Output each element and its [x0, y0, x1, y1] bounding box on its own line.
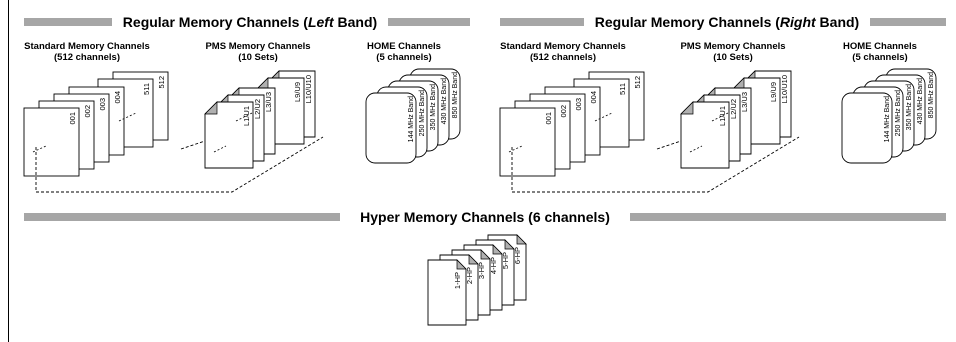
- pms-card-label: L1/U1: [718, 106, 727, 126]
- pms-card-label: L1/U1: [242, 106, 251, 126]
- std-card-label: 003: [574, 98, 583, 111]
- hyper-card-label: 1-HP: [453, 272, 462, 289]
- left-home-card-stack: 850 MHz Band 430 MHz Band 350 MHz Band 250 …: [365, 68, 461, 164]
- home-card-label: 250 MHz Band: [419, 90, 426, 136]
- right-home-title-line2: (5 channels): [852, 52, 907, 63]
- home-card-label: 850 MHz Band: [452, 72, 459, 118]
- left-standard-card-stack: 512 511 004 003 002 001: [23, 71, 169, 177]
- right-home-title-line1: HOME Channels: [843, 41, 917, 52]
- home-card-label: 144 MHz Band: [884, 96, 891, 142]
- std-card-label: 512: [157, 76, 166, 89]
- right-band-section: Regular Memory Channels (Right Band) Sta…: [499, 14, 946, 193]
- right-standard-title-line2: (512 channels): [530, 52, 596, 63]
- right-standard-card-stack: 512 511 004 003 002 001: [499, 71, 645, 177]
- ellipsis-dots: [118, 112, 137, 122]
- left-band-title: Regular Memory Channels (Left Band): [123, 14, 377, 30]
- pms-card-label: L9/U9: [769, 82, 778, 102]
- pms-card-label: L3/U3: [264, 92, 273, 112]
- right-standard-title-line1: Standard Memory Channels: [500, 41, 626, 52]
- left-connector-dashed: [35, 136, 324, 193]
- std-card-label: 002: [559, 105, 568, 118]
- l-pms-card-1: L1/U1: [204, 101, 254, 169]
- std-card-label: 511: [618, 83, 627, 95]
- hyper-card-stack: 6-HP5-HP4-HP3-HP2-HP1-HP: [427, 234, 527, 326]
- pms-card-label: L10/U10: [304, 75, 313, 103]
- hyper-card-label: 5-HP: [501, 252, 510, 269]
- std-card-label: 001: [68, 112, 77, 125]
- right-pms-title-line1: PMS Memory Channels: [680, 41, 785, 52]
- right-band-title: Regular Memory Channels (Right Band): [595, 14, 859, 30]
- r-pms-card-1: L1/U1: [680, 101, 730, 169]
- std-card-label: 512: [633, 76, 642, 89]
- pms-card-label: L9/U9: [293, 82, 302, 102]
- pms-card-label: L10/U10: [780, 75, 789, 103]
- home-card-label: 144 MHz Band: [408, 96, 415, 142]
- home-card-label: 350 MHz Band: [906, 84, 913, 130]
- left-standard-title-line2: (512 channels): [54, 52, 120, 63]
- hyper-title: Hyper Memory Channels (6 channels): [360, 209, 610, 225]
- home-card-label: 350 MHz Band: [430, 84, 437, 130]
- std-card-label: 511: [142, 83, 151, 95]
- right-home-card-stack: 850 MHz Band 430 MHz Band 350 MHz Band 250 …: [841, 68, 937, 164]
- right-connector-dashed: [511, 136, 800, 193]
- ellipsis-dots: [594, 112, 613, 122]
- hyper-card-1: 1-HP: [427, 259, 467, 326]
- std-card-label: 004: [589, 91, 598, 104]
- hyper-card-label: 6-HP: [513, 247, 522, 264]
- l-std-card-1: 001: [23, 107, 80, 177]
- home-card-label: 430 MHz Band: [917, 78, 924, 124]
- home-card-label: 430 MHz Band: [441, 78, 448, 124]
- r-std-card-1: 001: [499, 107, 556, 177]
- pms-card-label: L2/U2: [253, 99, 262, 119]
- left-standard-title-line1: Standard Memory Channels: [24, 41, 150, 52]
- home-card-label: 850 MHz Band: [928, 72, 935, 118]
- home-card-label: 250 MHz Band: [895, 90, 902, 136]
- hyper-card-label: 3-HP: [477, 262, 486, 279]
- hyper-card-label: 2-HP: [465, 267, 474, 284]
- left-band-section: Regular Memory Channels (Left Band) Stan…: [23, 14, 470, 193]
- std-card-label: 003: [98, 98, 107, 111]
- hyper-card-label: 4-HP: [489, 257, 498, 274]
- left-pms-title-line2: (10 Sets): [238, 52, 278, 63]
- left-home-title-line1: HOME Channels: [367, 41, 441, 52]
- std-card-label: 002: [83, 105, 92, 118]
- std-card-label: 001: [544, 112, 553, 125]
- hyper-section: Hyper Memory Channels (6 channels) 6-HP5…: [24, 209, 946, 326]
- pms-card-label: L2/U2: [729, 99, 738, 119]
- left-home-title-line2: (5 channels): [376, 52, 431, 63]
- std-card-label: 004: [113, 91, 122, 104]
- pms-ellipsis-dots: [711, 112, 729, 122]
- pms-ellipsis-dots: [235, 112, 253, 122]
- r-home-card-1: 144 MHz Band: [841, 92, 893, 164]
- l-home-card-1: 144 MHz Band: [365, 92, 417, 164]
- pms-card-label: L3/U3: [740, 92, 749, 112]
- left-pms-title-line1: PMS Memory Channels: [205, 41, 310, 52]
- right-pms-title-line2: (10 Sets): [713, 52, 753, 63]
